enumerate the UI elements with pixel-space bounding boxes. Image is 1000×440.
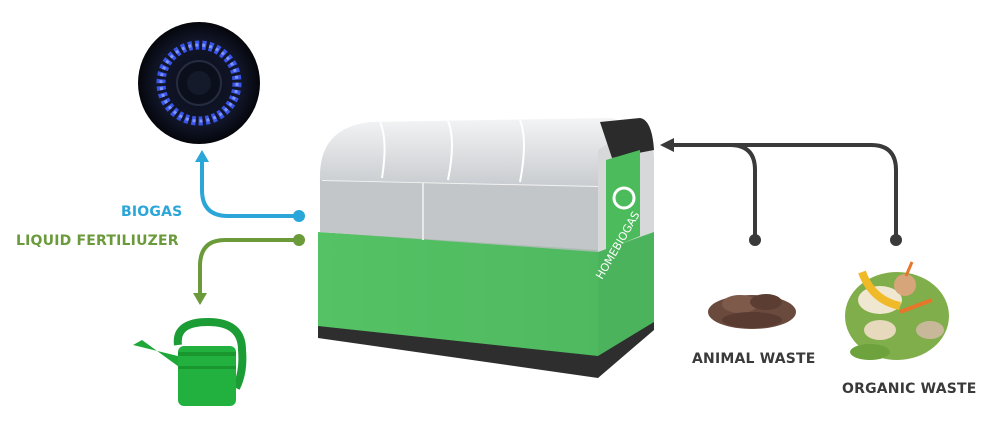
- liquid-fertilizer-label: LIQUID FERTILIUZER: [16, 233, 179, 249]
- fertilizer-arrow: [193, 234, 305, 305]
- gas-stove-flame-icon: [138, 22, 260, 144]
- organic-waste-label: ORGANIC WASTE: [842, 381, 977, 397]
- animal-waste-icon: [708, 294, 796, 329]
- watering-can-icon: [133, 317, 247, 406]
- animal-waste-label: ANIMAL WASTE: [692, 351, 816, 367]
- organic-waste-icon: [845, 261, 949, 360]
- biogas-arrow: [195, 150, 305, 222]
- input-arrows: [660, 138, 902, 246]
- biogas-label: BIOGAS: [121, 204, 183, 220]
- biodigester-device: HOMEBIOGAS: [318, 118, 654, 378]
